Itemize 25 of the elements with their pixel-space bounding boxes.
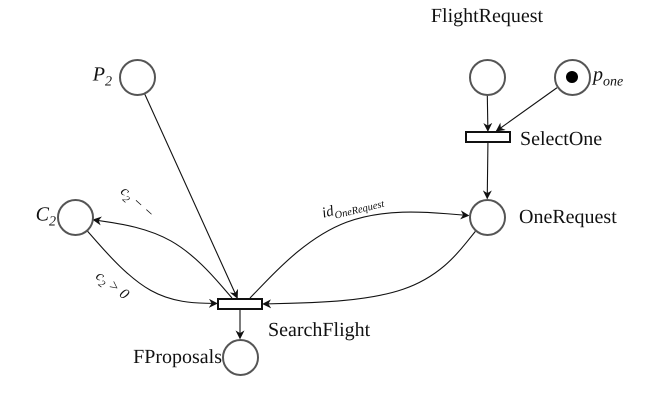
- arrow: [483, 95, 492, 132]
- transition-bar: [465, 131, 511, 143]
- place-label: FlightRequest: [430, 6, 544, 26]
- arrow: [236, 310, 244, 340]
- arrow: [92, 216, 232, 298]
- transition-bar: [217, 298, 263, 310]
- place-circle: [222, 338, 258, 376]
- arrow: [144, 94, 238, 299]
- place-label: p$_{one}$: [593, 64, 624, 90]
- place-label: SearchFlight: [268, 320, 370, 340]
- place-circle: [118, 58, 156, 96]
- place-label: OneRequest: [519, 207, 617, 227]
- arrow: [250, 210, 470, 298]
- arrow: [262, 231, 476, 308]
- place-circle: [468, 58, 506, 96]
- place-label: SelectOne: [520, 129, 602, 149]
- place-label: FProposals: [133, 347, 222, 367]
- place-label: P$_{2}$: [92, 64, 112, 90]
- arrow: [482, 143, 492, 200]
- arrow: [496, 87, 558, 132]
- place-circle: [554, 58, 590, 96]
- place-circle: [56, 198, 94, 236]
- arrow: [86, 230, 218, 308]
- place-label: C$_{2}$: [36, 204, 56, 230]
- place-circle: [468, 198, 506, 236]
